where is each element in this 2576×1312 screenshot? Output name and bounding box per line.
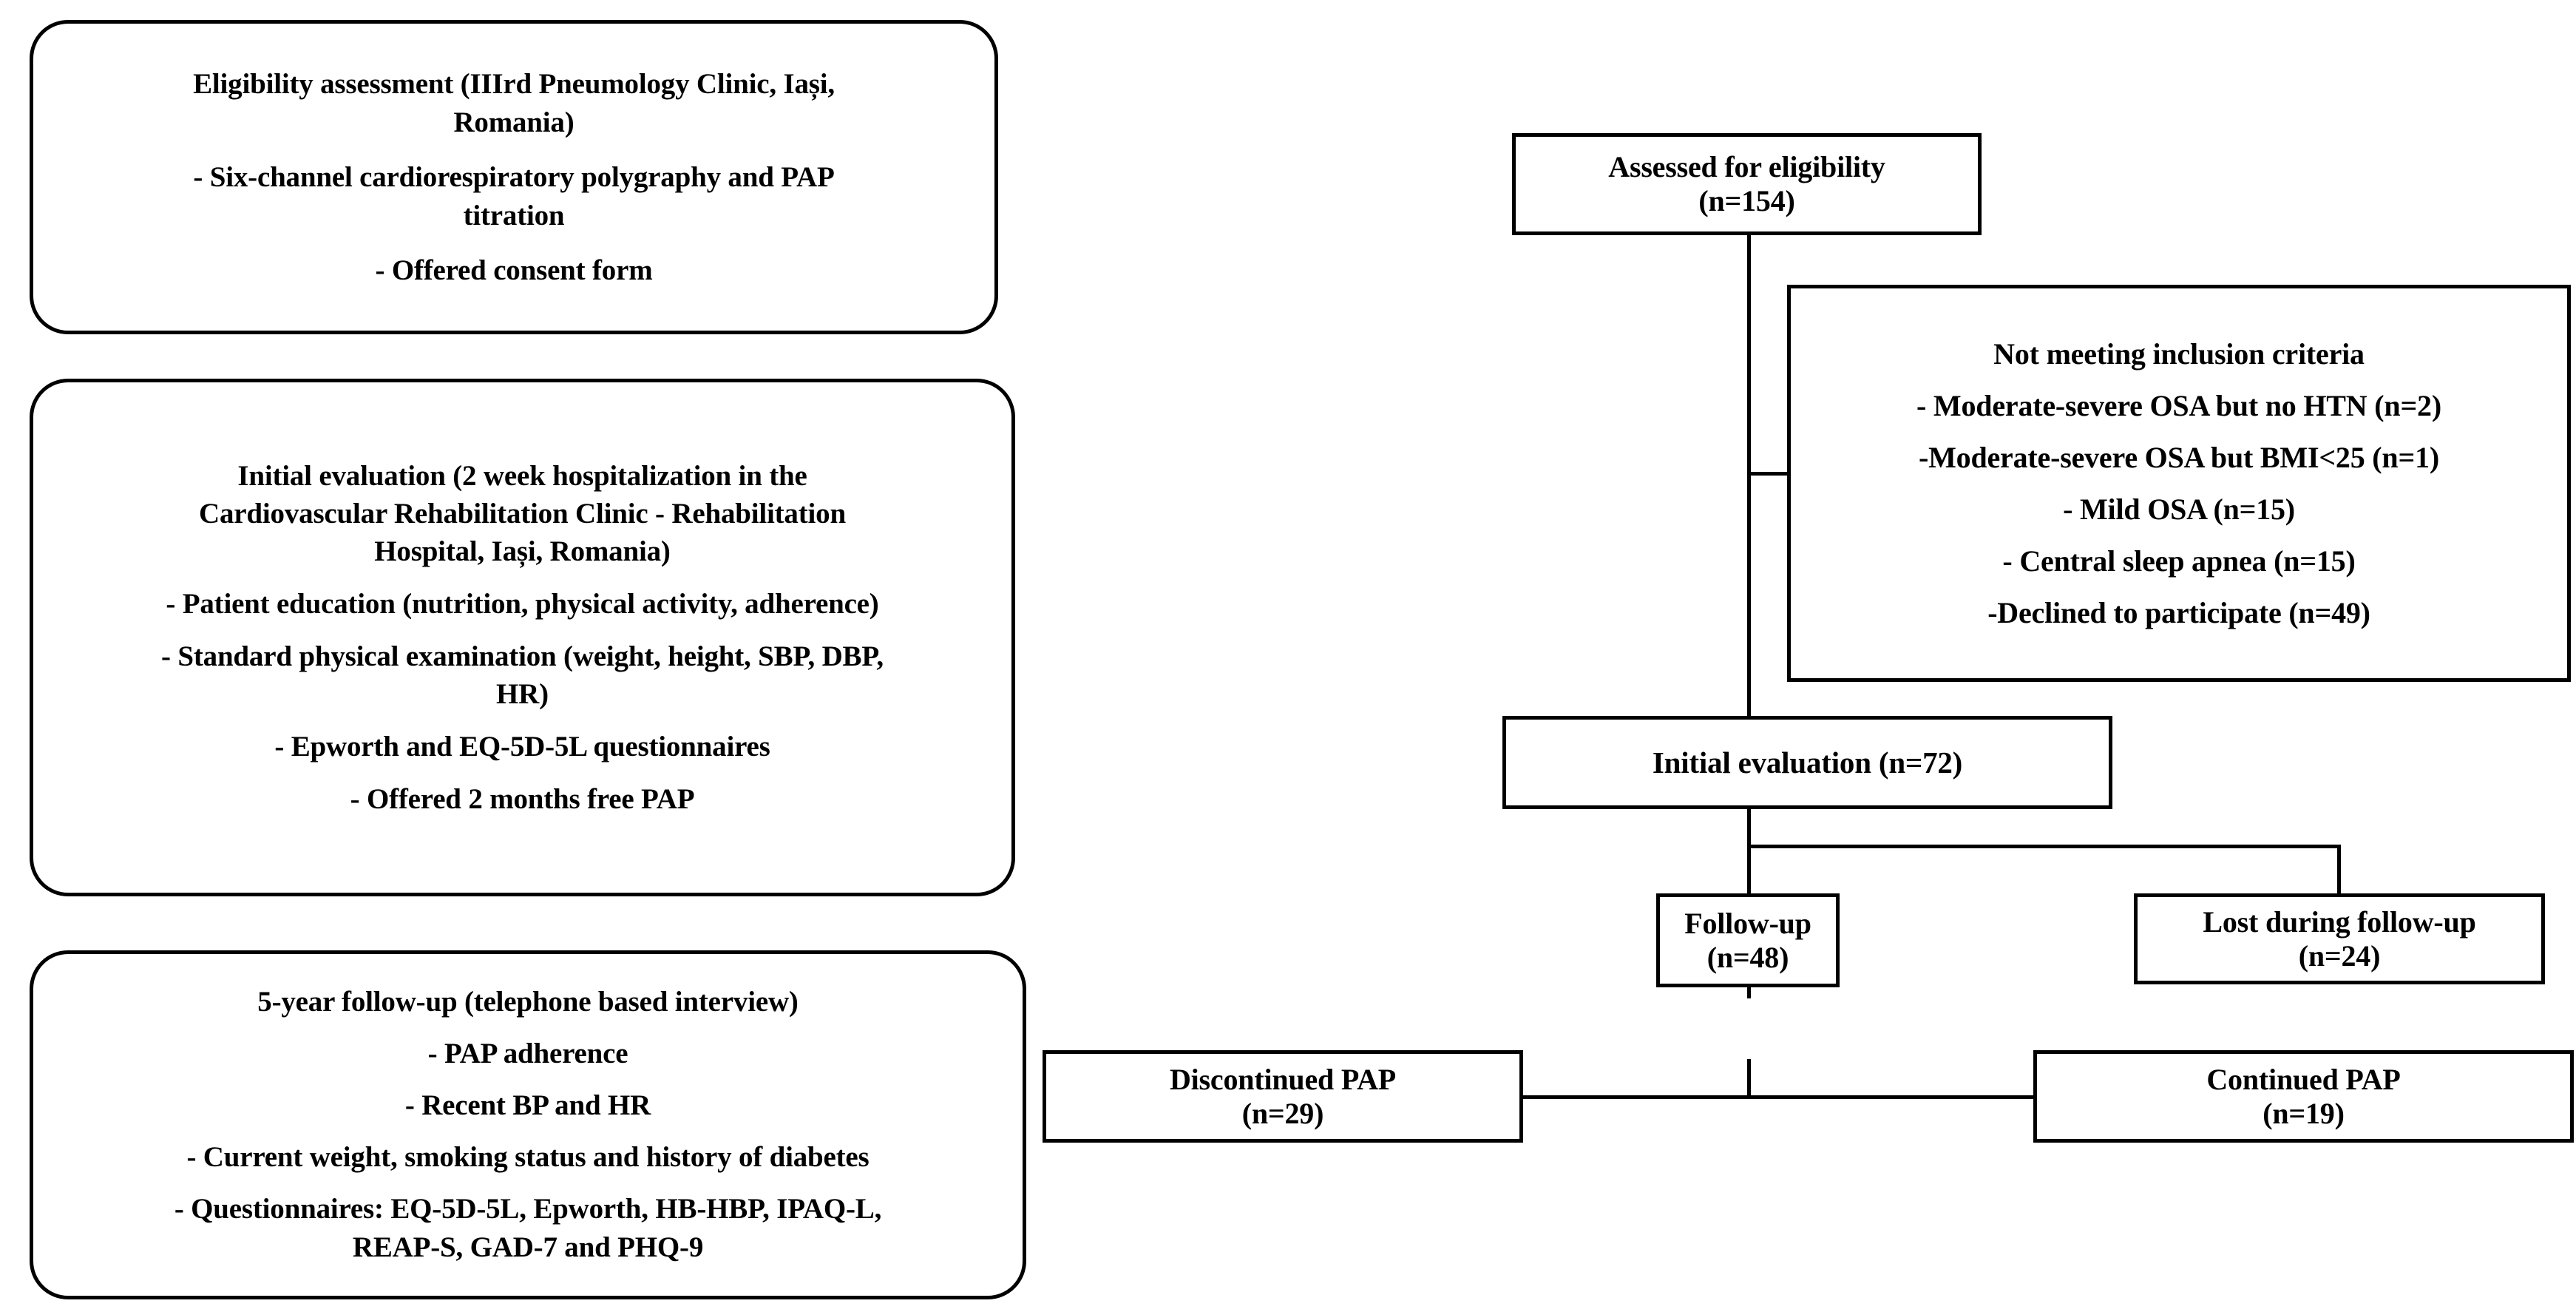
stage-line: - Offered consent form xyxy=(375,254,653,286)
node-line: (n=48) xyxy=(1706,940,1789,974)
stage-line: Initial evaluation (2 week hospitalizati… xyxy=(237,460,807,492)
stage-line: - Questionnaires: EQ-5D-5L, Epworth, HB-… xyxy=(174,1193,882,1225)
node-line: Follow-up xyxy=(1684,906,1811,940)
stage-line: Eligibility assessment (IIIrd Pneumology… xyxy=(193,67,835,100)
follow-up-node: Follow-up (n=48) xyxy=(1656,893,1840,987)
stage-line: - PAP adherence xyxy=(427,1038,628,1069)
five-year-follow-up-stage: 5-year follow-up (telephone based interv… xyxy=(30,950,1026,1299)
discontinued-pap-node: Discontinued PAP (n=29) xyxy=(1043,1050,1523,1143)
stage-line: HR) xyxy=(496,678,549,710)
node-line: Discontinued PAP xyxy=(1169,1062,1397,1096)
node-line: -Moderate-severe OSA but BMI<25 (n=1) xyxy=(1918,440,2439,474)
node-line: Lost during follow-up xyxy=(2203,904,2476,939)
stage-line: titration xyxy=(463,199,565,231)
stage-line: Cardiovascular Rehabilitation Clinic - R… xyxy=(199,498,846,530)
initial-evaluation-stage: Initial evaluation (2 week hospitalizati… xyxy=(30,379,1015,896)
node-line: (n=19) xyxy=(2263,1096,2345,1130)
stage-line: - Six-channel cardiorespiratory polygrap… xyxy=(193,160,835,193)
stage-line: - Offered 2 months free PAP xyxy=(350,783,695,815)
stage-line: - Patient education (nutrition, physical… xyxy=(166,588,879,620)
stage-line: Hospital, Iași, Romania) xyxy=(374,535,671,567)
eligibility-assessment-stage: Eligibility assessment (IIIrd Pneumology… xyxy=(30,20,998,334)
node-line: (n=154) xyxy=(1698,184,1795,217)
stage-line: Romania) xyxy=(453,106,574,138)
stage-line: - Epworth and EQ-5D-5L questionnaires xyxy=(274,731,770,762)
connector-split-bar xyxy=(1414,1095,2036,1099)
stage-line: - Recent BP and HR xyxy=(404,1089,651,1121)
node-line: (n=29) xyxy=(1241,1096,1324,1130)
connector-assessed-to-initial xyxy=(1747,235,1751,716)
node-line: Not meeting inclusion criteria xyxy=(1993,337,2365,371)
connector-assessed-to-excluded xyxy=(1747,472,1788,476)
assessed-for-eligibility-node: Assessed for eligibility (n=154) xyxy=(1512,133,1982,235)
connector-followup-to-split xyxy=(1747,1059,1751,1098)
node-line: - Central sleep apnea (n=15) xyxy=(2002,544,2356,578)
node-line: - Mild OSA (n=15) xyxy=(2063,492,2295,526)
node-line: Continued PAP xyxy=(2206,1062,2401,1096)
connector-drop-to-lost xyxy=(2337,845,2341,896)
stage-line: - Standard physical examination (weight,… xyxy=(161,640,884,672)
connector-initial-to-lost xyxy=(1747,845,2341,848)
node-line: Assessed for eligibility xyxy=(1608,150,1885,183)
initial-evaluation-node: Initial evaluation (n=72) xyxy=(1502,716,2112,809)
not-meeting-inclusion-criteria-node: Not meeting inclusion criteria - Moderat… xyxy=(1787,285,2571,682)
node-line: -Declined to participate (n=49) xyxy=(1987,595,2370,629)
node-line: Initial evaluation (n=72) xyxy=(1652,745,1963,780)
continued-pap-node: Continued PAP (n=19) xyxy=(2033,1050,2574,1143)
node-line: (n=24) xyxy=(2298,939,2381,973)
stage-line: REAP-S, GAD-7 and PHQ-9 xyxy=(352,1231,704,1263)
lost-during-follow-up-node: Lost during follow-up (n=24) xyxy=(2134,893,2545,984)
node-line: - Moderate-severe OSA but no HTN (n=2) xyxy=(1916,388,2441,422)
stage-line: - Current weight, smoking status and his… xyxy=(186,1141,870,1173)
stage-line: 5-year follow-up (telephone based interv… xyxy=(257,986,799,1018)
